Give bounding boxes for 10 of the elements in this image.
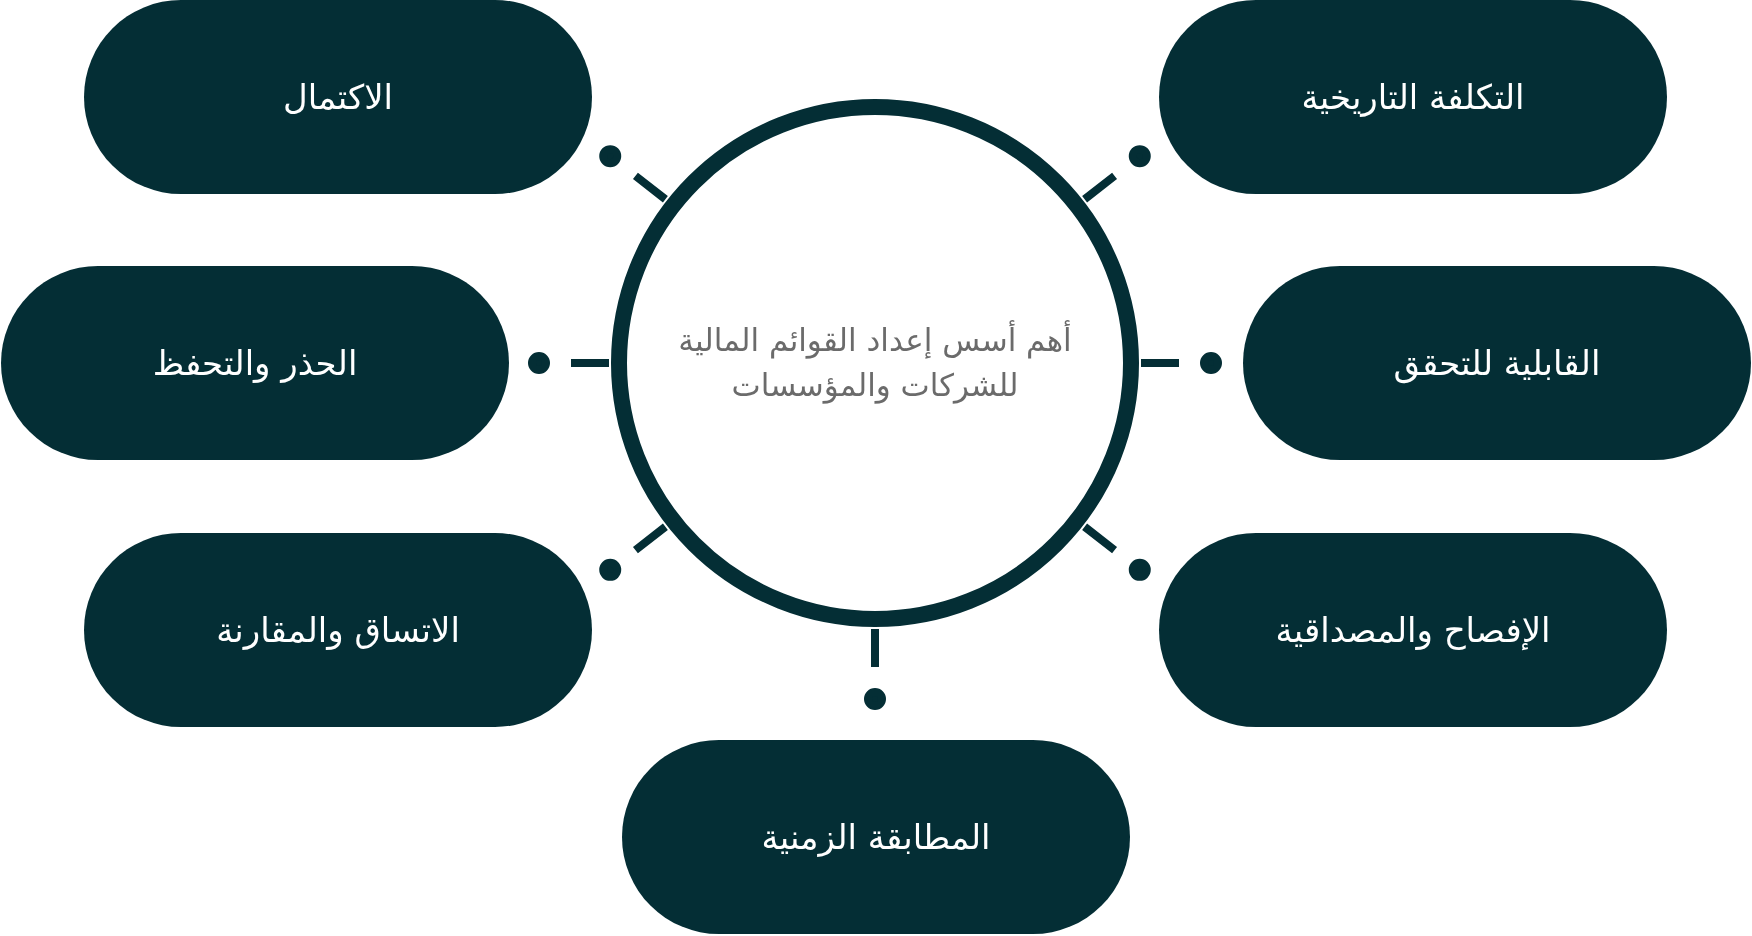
label-text: التكلفة التاريخية <box>1301 77 1525 117</box>
label-text: المطابقة الزمنية <box>761 817 991 857</box>
label-text: الحذر والتحفظ <box>152 343 358 383</box>
label-text: الإفصاح والمصداقية <box>1275 610 1551 650</box>
pill-box <box>1 266 509 460</box>
heading-text: أهم أسس إعداد القوائم المالية للشركات والمؤسسات <box>677 319 1073 406</box>
pill-box <box>1243 266 1751 460</box>
label-text: الاتساق والمقارنة <box>216 610 460 650</box>
label-text: القابلية للتحقق <box>1393 343 1601 383</box>
label-text: الاكتمال <box>283 77 393 117</box>
